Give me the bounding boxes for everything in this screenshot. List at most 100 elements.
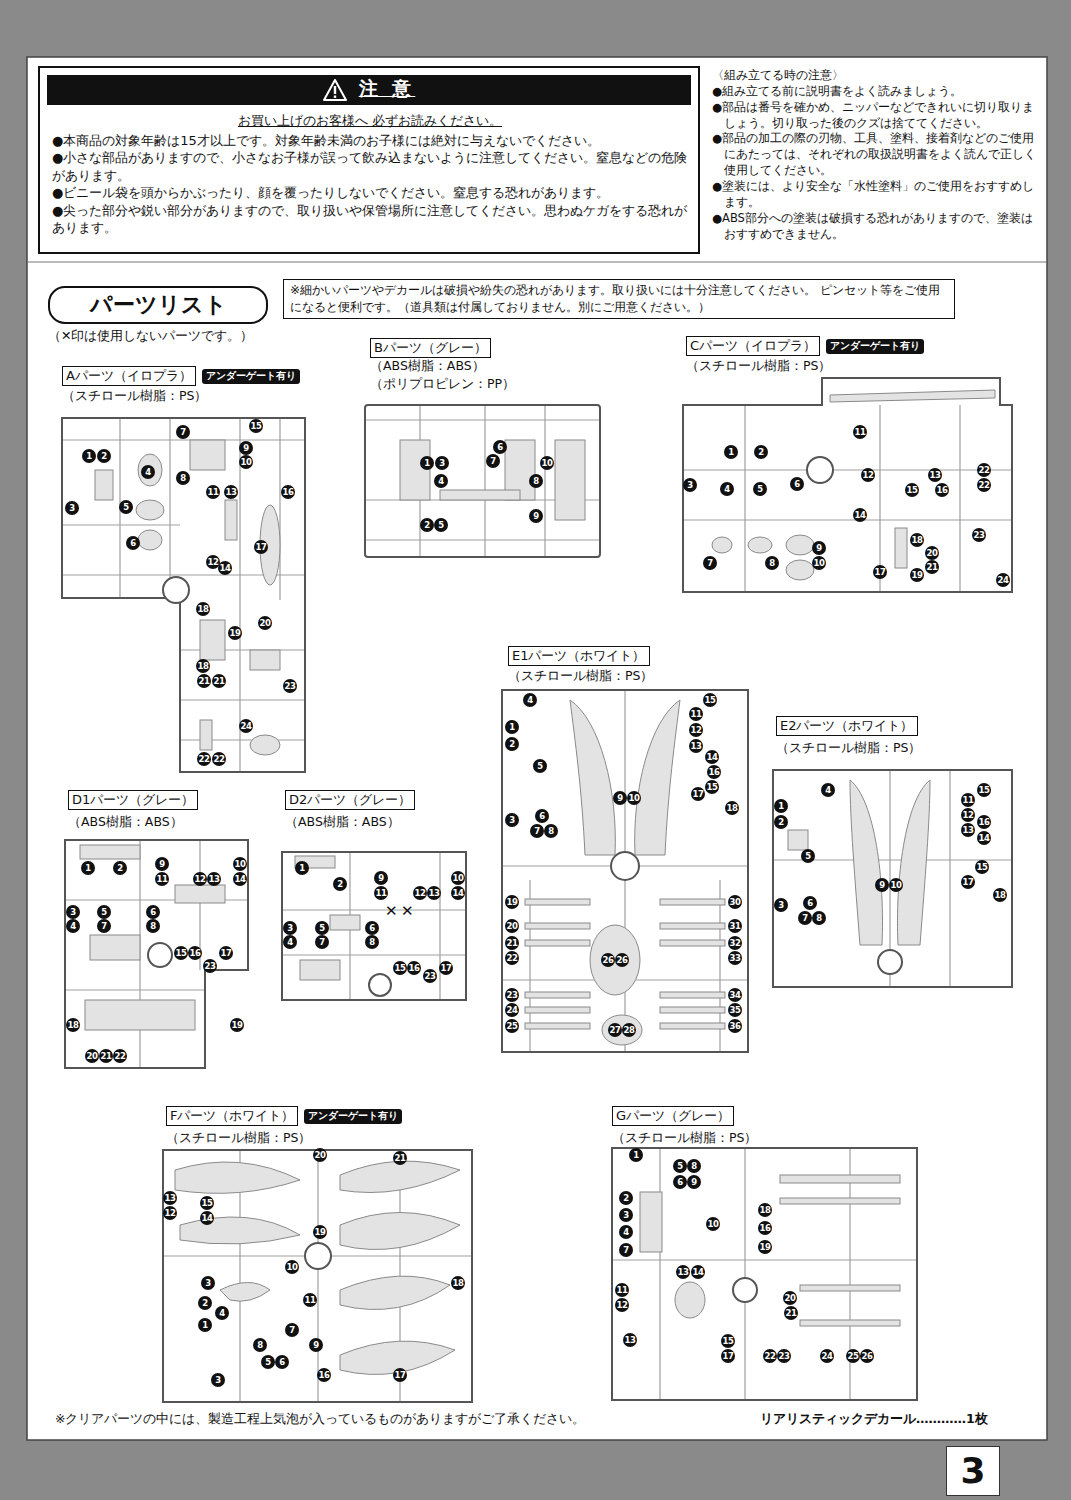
callout-number: 13 [689, 739, 703, 753]
callout-number: 13 [207, 872, 221, 886]
callout-number: 9 [613, 791, 627, 805]
callout-number: 18 [196, 602, 210, 616]
callout-number: 11 [615, 1283, 629, 1297]
callout-number: 6 [803, 896, 817, 910]
callout-number: 17 [254, 540, 268, 554]
callout-number: 21 [784, 1306, 798, 1320]
runner-label-box: D1パーツ（グレー） [68, 790, 198, 810]
callout-number: 8 [812, 911, 826, 925]
callout-number: 13 [676, 1265, 690, 1279]
warning-text: ●小さな部品がありますので、小さなお子様が誤って飲み込まないように注意してくださ… [52, 149, 688, 184]
callout-number: 5 [97, 905, 111, 919]
runner-frames [62, 378, 1012, 1402]
callout-number: 7 [798, 911, 812, 925]
callout-number: 26 [615, 953, 629, 967]
callout-number: 7 [530, 824, 544, 838]
runner-name: Bパーツ（グレー） [374, 339, 487, 357]
callout-number: 16 [281, 485, 295, 499]
callout-number: 11 [961, 793, 975, 807]
callout-number: 9 [309, 1338, 323, 1352]
callout-number: 12 [193, 872, 207, 886]
callout-number: 13 [427, 886, 441, 900]
callout-number: 1 [505, 720, 519, 734]
material-note: （スチロール樹脂：PS） [776, 740, 921, 756]
callout-number: 8 [365, 935, 379, 949]
callout-number: 25 [846, 1349, 860, 1363]
callout-number: 15 [905, 483, 919, 497]
callout-number: 17 [873, 565, 887, 579]
callout-number: 7 [703, 556, 717, 570]
material-note: （スチロール樹脂：PS） [612, 1130, 757, 1146]
callout-number: 5 [261, 1355, 275, 1369]
callout-number: 11 [303, 1293, 317, 1307]
callout-number: 5 [753, 482, 767, 496]
callout-number: 7 [176, 425, 190, 439]
callout-number: 10 [889, 878, 903, 892]
callout-number: 11 [374, 886, 388, 900]
callout-number: 10 [239, 455, 253, 469]
callout-number: 17 [961, 875, 975, 889]
callout-number: 15 [705, 780, 719, 794]
callout-number: 2 [97, 449, 111, 463]
callout-number: 6 [275, 1355, 289, 1369]
callout-number: 16 [407, 961, 421, 975]
callout-number: 15 [703, 693, 717, 707]
callout-number: 10 [451, 871, 465, 885]
callout-number: 1 [724, 445, 738, 459]
sprue-lines [62, 405, 1012, 1402]
under-gate-badge: アンダーゲート有り [826, 339, 924, 354]
callout-number: 17 [691, 787, 705, 801]
callout-number: 13 [928, 468, 942, 482]
runner-label-box: Bパーツ（グレー） [370, 338, 491, 358]
callout-number: 16 [977, 815, 991, 829]
callout-number: 12 [163, 1206, 177, 1220]
callout-number: 4 [283, 935, 297, 949]
callout-number: 36 [728, 1019, 742, 1033]
callout-number: 24 [996, 573, 1010, 587]
callout-number: 4 [821, 783, 835, 797]
callout-number: 3 [65, 501, 79, 515]
runner-name: Gパーツ（グレー） [616, 1107, 730, 1125]
callout-number: 8 [253, 1338, 267, 1352]
callout-number: 11 [206, 485, 220, 499]
callout-number: 21 [212, 674, 226, 688]
callout-number: 18 [66, 1018, 80, 1032]
callout-number: 4 [434, 474, 448, 488]
callout-number: 23 [203, 959, 217, 973]
callout-number: 1 [295, 861, 309, 875]
callout-number: 15 [174, 946, 188, 960]
under-gate-badge: アンダーゲート有り [202, 369, 300, 384]
callout-number: 9 [687, 1175, 701, 1189]
callout-number: 23 [423, 969, 437, 983]
assembly-note: ●組み立てる前に説明書をよく読みましょう。 [712, 84, 1042, 100]
material-note: （ABS樹脂：ABS） [285, 814, 400, 830]
callout-number: 1 [198, 1318, 212, 1332]
callout-number: 8 [765, 556, 779, 570]
callout-number: 8 [146, 919, 160, 933]
callout-number: 20 [505, 919, 519, 933]
callout-number: 9 [812, 541, 826, 555]
assembly-note: 〈組み立てる時の注意〉 [712, 68, 1042, 84]
callout-number: 18 [758, 1203, 772, 1217]
callout-number: 21 [505, 936, 519, 950]
callout-number: 5 [533, 759, 547, 773]
callout-number: 17 [219, 946, 233, 960]
callout-number: 1 [629, 1148, 643, 1162]
callout-number: 25 [505, 1019, 519, 1033]
callout-number: 14 [451, 886, 465, 900]
runner-name: E1パーツ（ホワイト） [512, 647, 646, 665]
callout-number: 10 [233, 857, 247, 871]
material-note: （スチロール樹脂：PS） [686, 358, 831, 374]
warning-text: ●尖った部分や鋭い部分がありますので、取り扱いや保管場所に注意してください。思わ… [52, 202, 688, 237]
callout-number: 18 [725, 801, 739, 815]
callout-number: 23 [777, 1349, 791, 1363]
callout-number: 22 [212, 752, 226, 766]
callout-number: 6 [673, 1175, 687, 1189]
badge-text: アンダーゲート有り [308, 1110, 398, 1123]
callout-number: 7 [285, 1323, 299, 1337]
callout-number: 6 [790, 477, 804, 491]
callout-number: 6 [146, 905, 160, 919]
callout-number: 15 [200, 1196, 214, 1210]
decal-count: リアリスティックデカール…………1枚 [760, 1411, 988, 1427]
callout-number: 8 [176, 471, 190, 485]
